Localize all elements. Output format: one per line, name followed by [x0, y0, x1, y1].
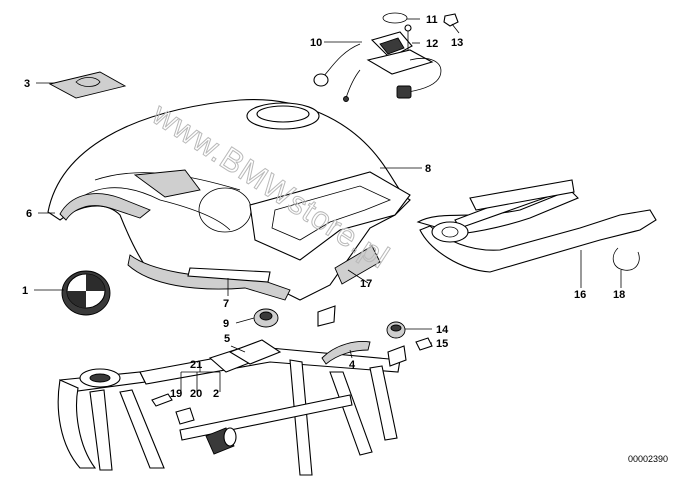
- side-bracket-drawing: [416, 179, 657, 273]
- pin-knob-drawing: [151, 393, 237, 455]
- inner-trim-drawing: [127, 254, 291, 301]
- callout-15: 15: [436, 338, 448, 350]
- callout-1: 1: [22, 285, 28, 297]
- callout-17: 17: [360, 278, 372, 290]
- callout-3: 3: [24, 78, 30, 90]
- leader-lines: [34, 18, 622, 392]
- tray-cover-drawing: [249, 171, 411, 261]
- callout-2: 2: [213, 388, 219, 400]
- callout-20: 20: [190, 388, 202, 400]
- callout-labels: 1 2 3 4 5 6 7 8 9 10 11 12 13 14 15 16 1…: [22, 14, 625, 400]
- pad-drawing: [334, 245, 381, 285]
- callout-5: 5: [224, 333, 230, 345]
- callout-11: 11: [426, 14, 438, 26]
- callout-14: 14: [436, 324, 449, 336]
- emblem-drawing: [61, 270, 111, 316]
- callout-6: 6: [26, 208, 32, 220]
- callout-8: 8: [425, 163, 431, 175]
- document-number: 00002390: [628, 454, 668, 464]
- callout-9: 9: [223, 318, 229, 330]
- callout-21: 21: [190, 359, 202, 371]
- decal-plate-drawing: [48, 71, 127, 99]
- callout-16: 16: [574, 289, 586, 301]
- callout-12: 12: [426, 38, 438, 50]
- callout-10: 10: [310, 37, 322, 49]
- fuel-sender-drawing: [313, 12, 459, 102]
- callout-19: 19: [170, 388, 182, 400]
- callout-7: 7: [223, 298, 229, 310]
- callout-13: 13: [451, 37, 463, 49]
- callout-18: 18: [613, 289, 625, 301]
- callout-4: 4: [349, 359, 356, 371]
- small-parts-drawing: [208, 305, 433, 373]
- fuel-tank-drawing: [47, 99, 411, 301]
